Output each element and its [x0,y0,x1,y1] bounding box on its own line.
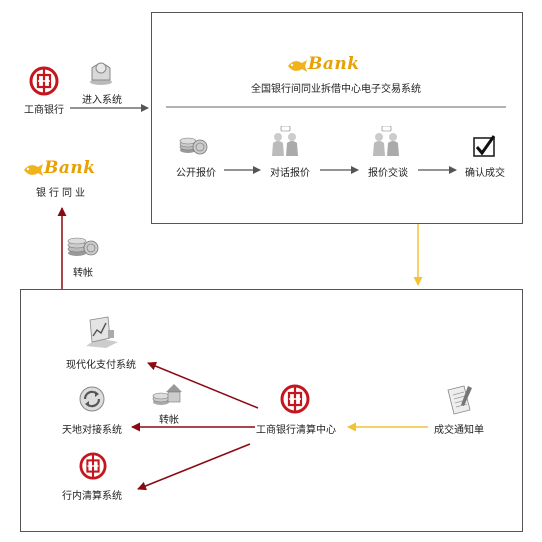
transfer-coins-icon [67,237,99,256]
sync-arrows-icon [79,386,105,412]
document-icon [447,385,472,415]
checkmark-icon [473,135,496,157]
step-label-1: 公开报价 [176,168,216,179]
tiandi-label: 天地对接系统 [62,425,122,436]
coins-icon [179,137,208,155]
bank-fish-icon [288,60,307,72]
step-label-3: 报价交谈 [368,168,408,179]
enter-system-icon [90,62,112,85]
dialogue-people-icon [272,126,298,156]
transfer-house-icon [152,384,182,405]
trading-bank-logo-text: Bank [308,54,360,74]
inner-clearing-label: 行内清算系统 [62,491,122,502]
interbank-label: 银行同业 [36,188,88,199]
trading-system-box [151,12,523,224]
step-label-2: 对话报价 [270,168,310,179]
clearing-center-label: 工商银行清算中心 [256,425,336,436]
transfer-label-middle: 转帐 [159,415,179,426]
icbc-logo-icon [280,384,310,414]
icbc-logo-icon [79,452,107,480]
negotiation-people-icon [373,126,399,156]
enter-system-label: 进入系统 [82,95,122,106]
interbank-bank-logo-text: Bank [44,158,96,178]
modern-payment-label: 现代化支付系统 [66,360,136,371]
transfer-label-top: 转帐 [73,268,93,279]
step-label-4: 确认成交 [465,168,505,179]
icbc-logo-icon [29,66,59,96]
trading-system-title: 全国银行间同业拆借中心电子交易系统 [251,84,421,95]
notice-label: 成交通知单 [434,425,484,436]
bank-fish-icon [24,164,43,176]
interbank-bank-logo: Bank [22,158,102,181]
payment-chart-icon [86,316,118,348]
trading-bank-logo: Bank [286,54,366,77]
icbc-label: 工商银行 [24,105,64,116]
